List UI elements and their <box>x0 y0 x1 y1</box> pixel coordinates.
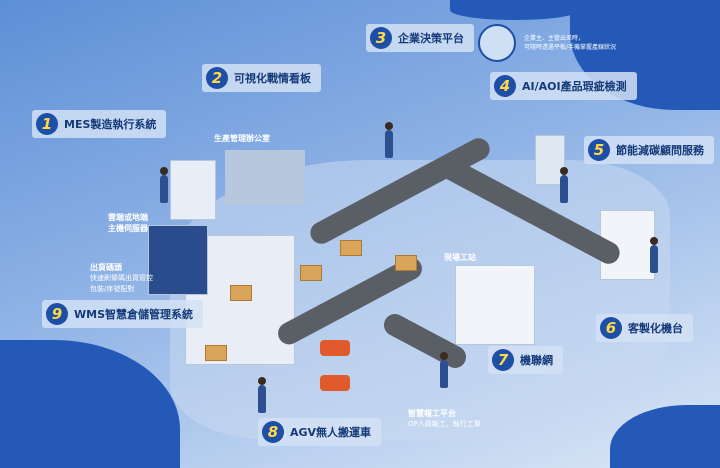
label-text: 客製化機台 <box>628 322 683 335</box>
number-badge: 2 <box>206 67 228 89</box>
cloud-top <box>450 0 580 20</box>
label-agv[interactable]: 8 AGV無人搬運車 <box>258 418 382 446</box>
caption-line: 包裝/序號配對 <box>90 285 135 293</box>
number-badge: 5 <box>588 139 610 161</box>
cloud-bottom-right <box>610 405 720 468</box>
server-rack <box>170 160 216 220</box>
worker <box>258 377 266 413</box>
label-iot[interactable]: 7 機聯網 <box>488 346 563 374</box>
agv-vehicle <box>320 340 350 356</box>
dock-caption: 出貨碼頭快速刷條碼出貨管控包裝/序號配對 <box>90 262 153 295</box>
number-badge: 4 <box>494 75 516 97</box>
caption-line: 快速刷條碼出貨管控 <box>90 274 153 282</box>
station-caption: 現場工站 <box>444 252 476 263</box>
label-energy[interactable]: 5 節能減碳顧問服務 <box>584 136 714 164</box>
label-wms[interactable]: 9 WMS智慧倉儲管理系統 <box>42 300 204 328</box>
caption-line: 可隨時透過平板/手機掌握產線狀況 <box>524 44 617 51</box>
report-caption: 智慧報工平台 OP人員報工、執行工單 <box>408 408 481 430</box>
crate <box>205 345 227 361</box>
office-desk <box>225 150 305 205</box>
worker <box>650 237 658 273</box>
number-badge: 3 <box>370 27 392 49</box>
caption-text: 生產管理辦公室 <box>214 134 270 143</box>
aoi-machine <box>455 265 535 345</box>
crate <box>395 255 417 271</box>
label-aoi[interactable]: 4 AI/AOI產品瑕疵檢測 <box>490 72 637 100</box>
caption-text: 現場工站 <box>444 253 476 262</box>
number-badge: 9 <box>46 303 68 325</box>
number-badge: 8 <box>262 421 284 443</box>
executive-caption: 企業主、主管出差時， 可隨時透過平板/手機掌握產線狀況 <box>524 34 616 52</box>
worker <box>385 122 393 158</box>
number-badge: 1 <box>36 113 58 135</box>
label-text: AI/AOI產品瑕疵檢測 <box>522 80 627 93</box>
crate <box>300 265 322 281</box>
truck <box>148 225 208 295</box>
label-decision[interactable]: 3 企業決策平台 <box>366 24 474 52</box>
caption-title: 出貨碼頭 <box>90 263 122 272</box>
server-caption: 雲端或地端主機伺服器 <box>108 212 148 234</box>
cloud-bottom-left <box>0 340 180 468</box>
worker <box>440 352 448 388</box>
label-text: 企業決策平台 <box>398 32 464 45</box>
label-dashboard[interactable]: 2 可視化戰情看板 <box>202 64 321 92</box>
label-text: AGV無人搬運車 <box>290 426 372 439</box>
label-text: MES製造執行系統 <box>64 118 157 131</box>
number-badge: 6 <box>600 317 622 339</box>
agv-vehicle <box>320 375 350 391</box>
worker <box>160 167 168 203</box>
label-text: 可視化戰情看板 <box>234 72 311 85</box>
caption-line: 企業主、主管出差時， <box>524 35 585 42</box>
office-caption: 生產管理辦公室 <box>214 133 270 144</box>
crate <box>230 285 252 301</box>
executive-avatar <box>478 24 516 62</box>
caption-text: 雲端或地端 <box>108 213 148 222</box>
label-text: 節能減碳顧問服務 <box>616 144 704 157</box>
caption-line: OP人員報工、執行工單 <box>408 420 481 428</box>
caption-title: 智慧報工平台 <box>408 409 456 418</box>
label-text: WMS智慧倉儲管理系統 <box>74 308 194 321</box>
worker <box>560 167 568 203</box>
label-custom-machine[interactable]: 6 客製化機台 <box>596 314 693 342</box>
caption-text: 主機伺服器 <box>108 224 148 233</box>
label-text: 機聯網 <box>520 354 553 367</box>
label-mes[interactable]: 1 MES製造執行系統 <box>32 110 167 138</box>
crate <box>340 240 362 256</box>
number-badge: 7 <box>492 349 514 371</box>
